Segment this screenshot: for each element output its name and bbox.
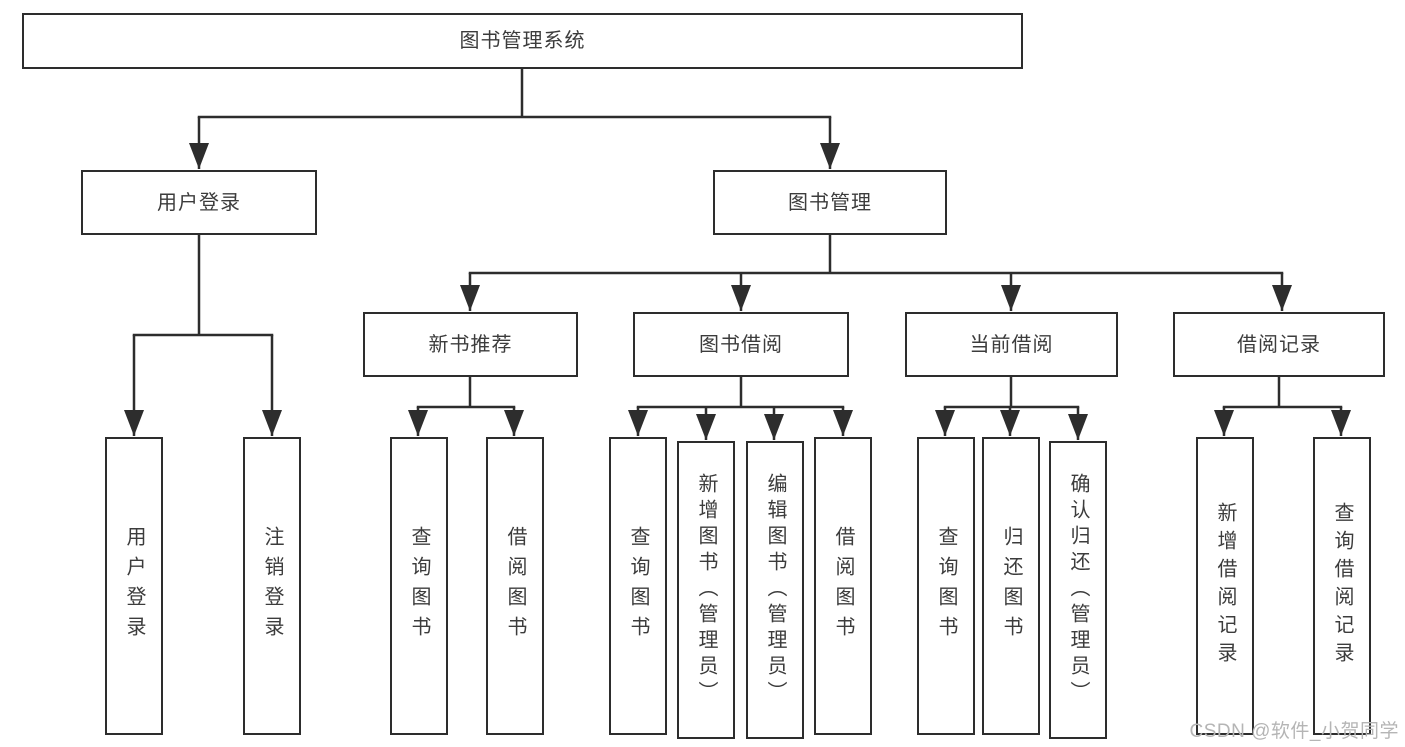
leaf-borrow-add-admin: 新增图书（管理员） (677, 441, 735, 739)
connector-book-mgmt (460, 235, 1292, 311)
leaf-record-query: 查询借阅记录 (1313, 437, 1371, 735)
leaf-current-query: 查询图书 (917, 437, 975, 735)
connector-root (189, 69, 840, 169)
csdn-watermark: CSDN @软件_小贺同学 (1189, 721, 1399, 742)
connector-new-book-rec (408, 377, 524, 436)
connector-borrow-record (1214, 377, 1351, 436)
leaf-current-confirm-admin: 确认归还（管理员） (1049, 441, 1107, 739)
leaf-user-login: 用户登录 (105, 437, 163, 735)
node-book-borrow: 图书借阅 (633, 312, 849, 377)
node-new-book-rec: 新书推荐 (363, 312, 578, 377)
leaf-borrow-query: 查询图书 (609, 437, 667, 735)
leaf-logout: 注销登录 (243, 437, 301, 735)
leaf-current-return: 归还图书 (982, 437, 1040, 735)
leaf-record-add: 新增借阅记录 (1196, 437, 1254, 735)
node-book-mgmt: 图书管理 (713, 170, 947, 235)
node-borrow-record: 借阅记录 (1173, 312, 1385, 377)
leaf-borrow-borrow: 借阅图书 (814, 437, 872, 735)
node-user-login: 用户登录 (81, 170, 317, 235)
node-current-borrow: 当前借阅 (905, 312, 1118, 377)
connector-book-borrow (628, 377, 853, 440)
leaf-newbook-borrow: 借阅图书 (486, 437, 544, 735)
connector-user-login (124, 235, 282, 436)
connector-current-borrow (935, 377, 1088, 440)
leaf-newbook-query: 查询图书 (390, 437, 448, 735)
node-root: 图书管理系统 (22, 13, 1023, 69)
leaf-borrow-edit-admin: 编辑图书（管理员） (746, 441, 804, 739)
